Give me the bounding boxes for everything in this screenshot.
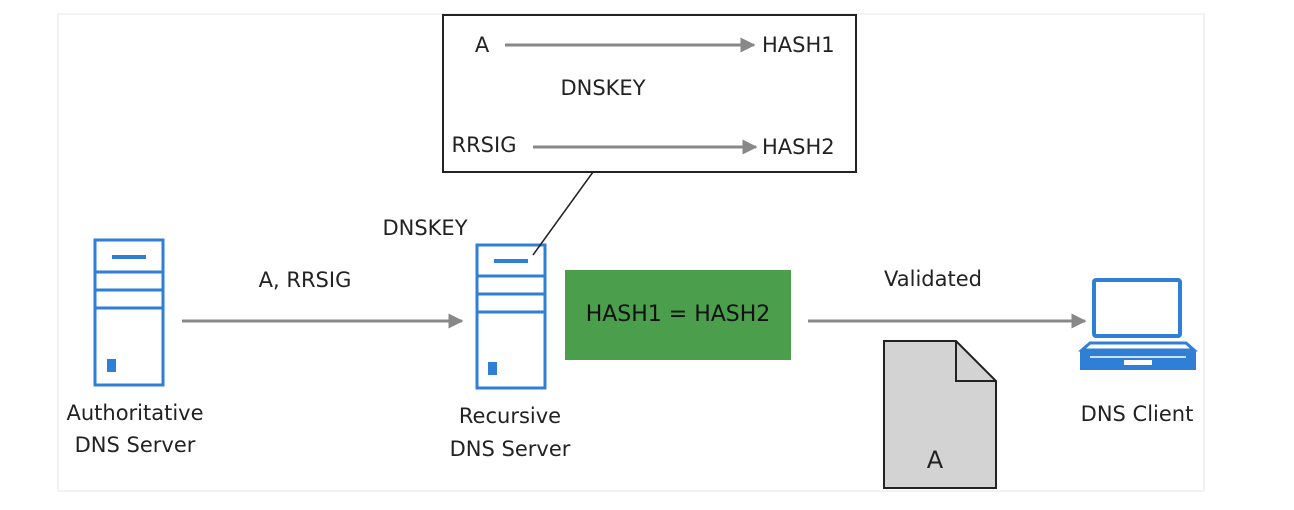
recursive-server-label-line2: DNS Server <box>450 437 571 461</box>
auth-to-recursive-label: A, RRSIG <box>259 268 352 292</box>
callout-middle-dnskey: DNSKEY <box>560 76 645 100</box>
hash-match-text: HASH1 = HASH2 <box>586 302 771 327</box>
callout-row1-left: A <box>475 33 490 57</box>
recursive-server-icon <box>475 243 547 390</box>
dnskey-label: DNSKEY <box>382 216 467 240</box>
authoritative-server-label-line1: Authoritative <box>66 401 203 425</box>
laptop-icon <box>1078 278 1198 370</box>
callout-row2-right: HASH2 <box>762 135 835 159</box>
document-label: A <box>927 446 944 474</box>
dns-client-label: DNS Client <box>1081 402 1194 426</box>
callout-row2-left: RRSIG <box>452 133 517 157</box>
authoritative-server-label-line2: DNS Server <box>75 433 196 457</box>
validated-label: Validated <box>884 267 982 291</box>
authoritative-server-icon <box>93 238 165 387</box>
callout-connector-line <box>532 171 594 256</box>
document-icon <box>883 340 997 489</box>
hash-match-box <box>565 270 791 360</box>
recursive-server-label-line1: Recursive <box>459 404 561 428</box>
callout-row1-right: HASH1 <box>762 33 835 57</box>
